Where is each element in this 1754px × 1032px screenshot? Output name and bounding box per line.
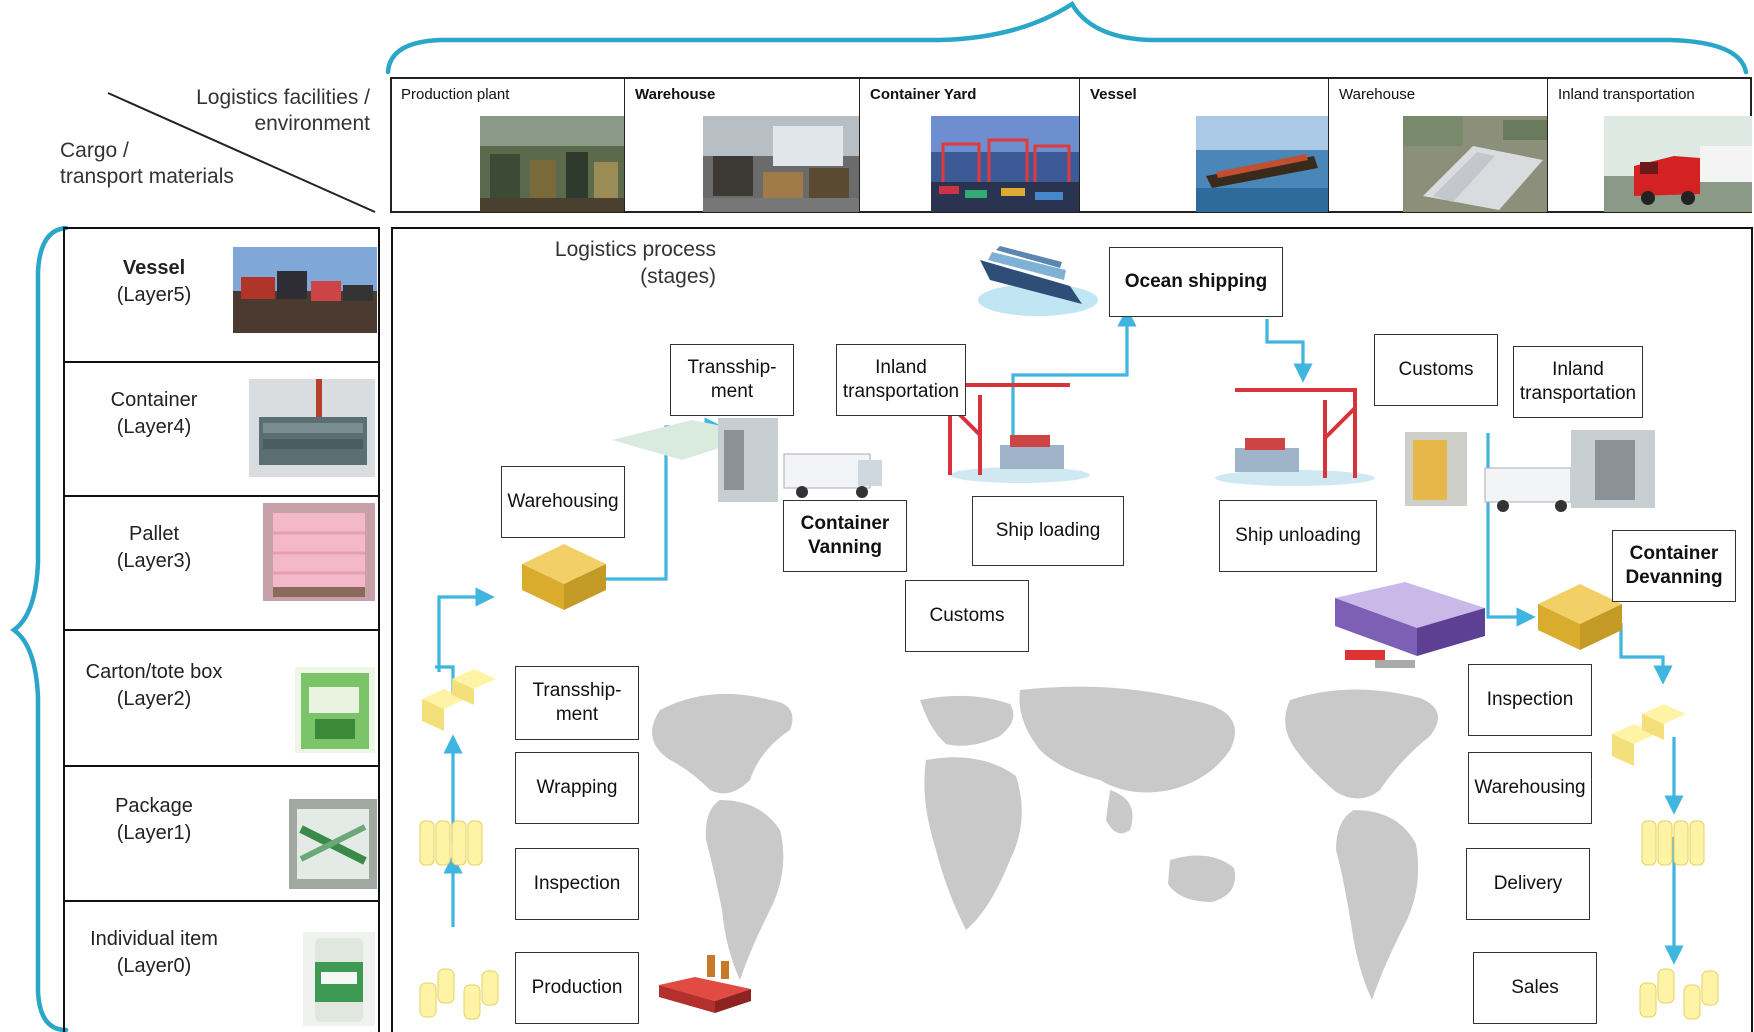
left-brace	[10, 225, 69, 1032]
facility-container-yard: Container Yard	[860, 78, 1080, 212]
stage-warehousing-left: Warehousing	[501, 466, 625, 538]
stage-delivery: Delivery	[1466, 848, 1590, 920]
warehouse-truck-icon	[612, 418, 882, 502]
stage-inspection-right: Inspection	[1468, 664, 1592, 736]
layer-level: (Layer0)	[116, 955, 192, 977]
warehouse-truck-icon	[1405, 430, 1655, 512]
container-photo	[249, 379, 375, 477]
stage-inspection-left: Inspection	[515, 848, 639, 920]
stage-inland-left: Inland transportation	[836, 344, 966, 416]
layer-vessel: Vessel (Layer5)	[63, 229, 379, 363]
layer-level: (Layer4)	[116, 416, 192, 438]
layer-container: Container (Layer4)	[63, 363, 379, 497]
package-icon	[419, 820, 483, 866]
layer-name: Pallet	[128, 523, 180, 545]
conveyor-icon	[1335, 582, 1485, 668]
carton-icon	[1612, 704, 1686, 766]
container-vessel-photo	[1196, 116, 1328, 212]
layer-name: Vessel	[122, 257, 186, 279]
vessel-photo	[233, 247, 377, 333]
stage-transshipment-left: Transship- ment	[515, 666, 639, 740]
can-photo	[303, 932, 375, 1026]
layer-name: Individual item	[90, 928, 218, 950]
facility-name: Inland transportation	[1558, 86, 1695, 103]
pallet-crate-icon	[1538, 584, 1622, 650]
truck-photo	[1604, 116, 1752, 212]
layer-level: (Layer2)	[116, 688, 192, 710]
factory-icon	[659, 955, 751, 1013]
item-icon	[1639, 968, 1719, 1020]
stage-customs-right: Customs	[1374, 334, 1498, 406]
stage-customs-left: Customs	[905, 580, 1029, 652]
world-map	[652, 686, 1438, 1000]
factory-interior-photo	[480, 116, 624, 212]
stage-container-devanning: Container Devanning	[1612, 530, 1736, 602]
facility-warehouse-1: Warehouse	[625, 78, 860, 212]
layer-level: (Layer5)	[116, 284, 192, 306]
stage-production: Production	[515, 952, 639, 1024]
stage-container-vanning: Container Vanning	[783, 500, 907, 572]
stage-ship-unloading: Ship unloading	[1219, 500, 1377, 572]
pallet-crate-icon	[522, 544, 606, 610]
header-diagonal	[107, 92, 376, 213]
stage-warehousing-right: Warehousing	[1468, 752, 1592, 824]
ship-icon	[978, 246, 1098, 316]
facility-production-plant: Production plant	[391, 78, 625, 212]
pallet-photo	[263, 503, 375, 601]
facility-name: Production plant	[401, 86, 510, 103]
stage-inland-right: Inland transportation	[1513, 346, 1643, 418]
layer-name: Package	[115, 795, 193, 817]
facility-inland-transportation: Inland transportation	[1548, 78, 1752, 212]
item-icon	[419, 968, 499, 1020]
stage-ship-loading: Ship loading	[972, 496, 1124, 566]
warehouse-aerial-photo	[1403, 116, 1547, 212]
process-panel	[391, 227, 1753, 1032]
container-yard-photo	[931, 116, 1079, 212]
process-title: Logistics process (stages)	[554, 238, 716, 288]
stage-sales: Sales	[1473, 952, 1597, 1024]
layer-pallet: Pallet (Layer3)	[63, 497, 379, 631]
facility-name: Vessel	[1090, 86, 1137, 103]
package-photo	[289, 799, 377, 889]
facility-warehouse-2: Warehouse	[1329, 78, 1548, 212]
facility-name: Warehouse	[1339, 86, 1416, 103]
layer-package: Package (Layer1)	[63, 767, 379, 902]
package-icon	[1641, 820, 1705, 866]
crane-icon	[1215, 388, 1375, 486]
top-brace	[385, 0, 1749, 75]
stage-transshipment-mid: Transship- ment	[670, 344, 794, 416]
cargo-axis-label: Cargo / transport materials	[60, 139, 234, 188]
facility-axis-label: Logistics facilities / environment	[196, 86, 370, 135]
carton-icon	[422, 669, 496, 731]
stage-wrapping: Wrapping	[515, 752, 639, 824]
warehouse-interior-photo	[703, 116, 859, 212]
facility-name: Container Yard	[870, 86, 977, 103]
facility-vessel: Vessel	[1080, 78, 1329, 212]
layer-name: Container	[110, 389, 198, 411]
layer-level: (Layer3)	[116, 550, 192, 572]
layer-level: (Layer1)	[116, 822, 192, 844]
layer-individual-item: Individual item (Layer0)	[63, 902, 379, 1032]
facility-name: Warehouse	[635, 86, 716, 103]
stage-ocean-shipping: Ocean shipping	[1109, 247, 1283, 317]
carton-photo	[295, 667, 375, 753]
layer-carton: Carton/tote box (Layer2)	[63, 631, 379, 767]
layer-name: Carton/tote box	[85, 661, 223, 683]
